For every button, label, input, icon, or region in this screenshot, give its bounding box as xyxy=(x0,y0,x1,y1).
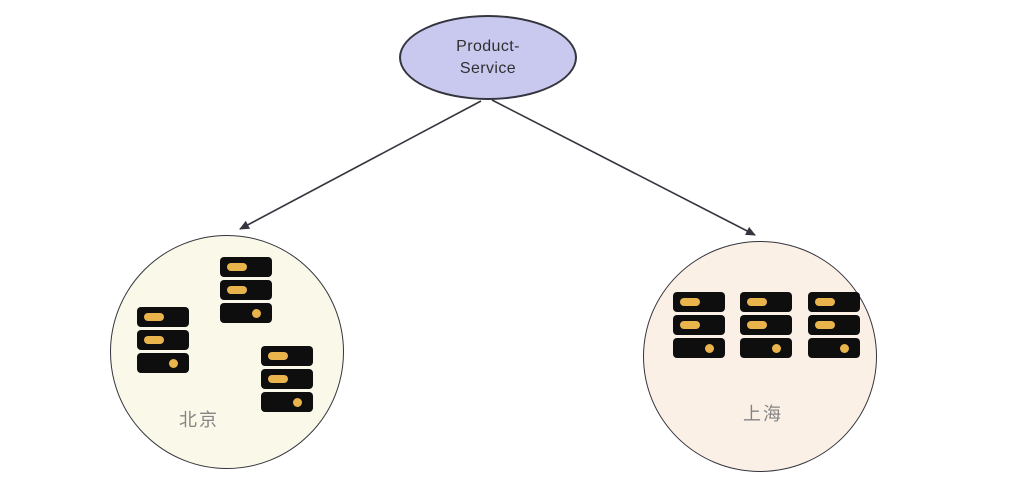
edge-arrow-shanghai xyxy=(491,99,756,236)
service-node-label: Product- Service xyxy=(456,37,520,77)
server-icon xyxy=(740,292,792,358)
region-label-beijing: 北京 xyxy=(179,410,219,430)
server-icon xyxy=(220,257,272,323)
server-icon xyxy=(261,346,313,412)
region-circle-shanghai: 上海 xyxy=(643,241,877,472)
service-node: Product- Service xyxy=(399,15,577,100)
server-icon xyxy=(808,292,860,358)
region-label-shanghai: 上海 xyxy=(743,404,783,424)
server-icon xyxy=(673,292,725,358)
edge-arrow-beijing xyxy=(239,100,482,230)
server-icon xyxy=(137,307,189,373)
region-circle-beijing: 北京 xyxy=(110,235,344,469)
